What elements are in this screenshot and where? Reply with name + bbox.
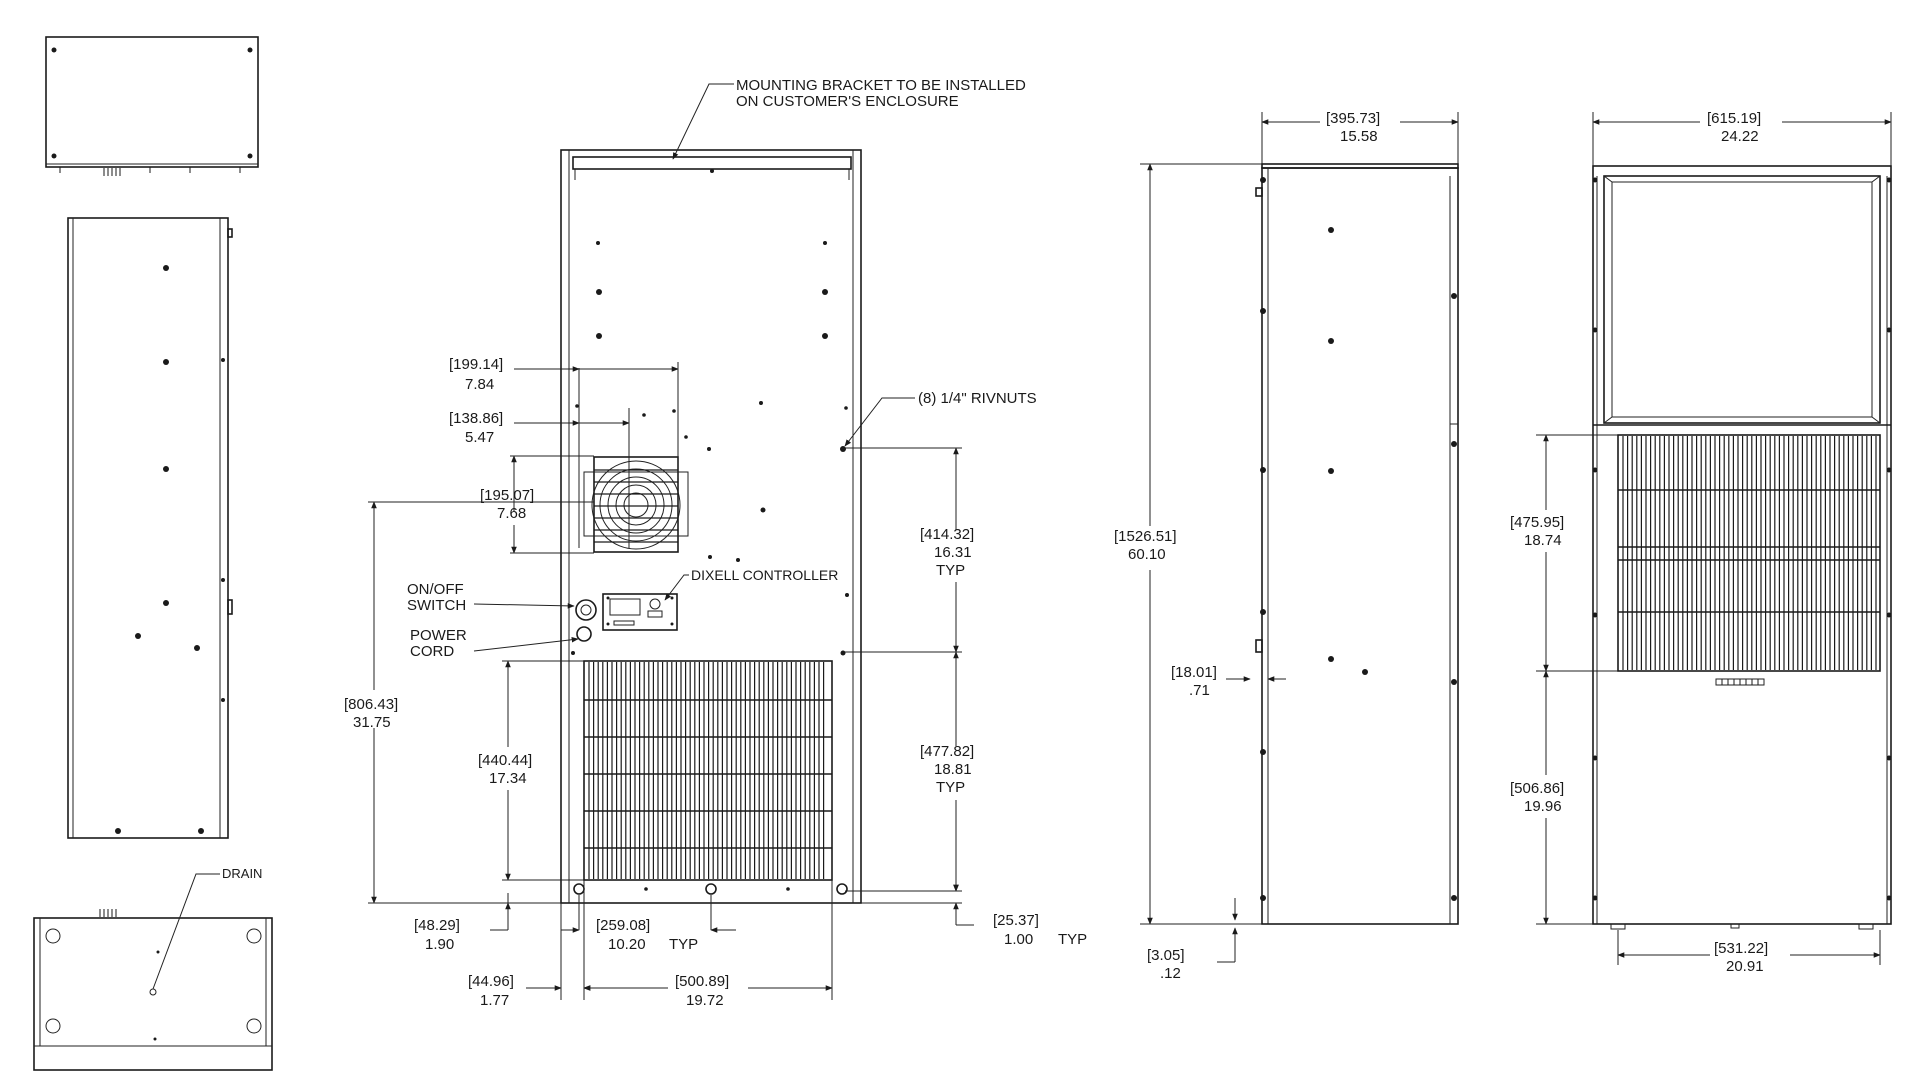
dim-199-mm: [199.14] [449, 356, 503, 373]
fastener-dot [1886, 327, 1892, 333]
dim-477-mm: [477.82] [920, 743, 974, 760]
fastener-dot [1260, 749, 1266, 755]
power-cord [576, 626, 592, 642]
front-view [560, 149, 862, 904]
dim-615-in: 24.22 [1721, 128, 1759, 145]
dim-414-note: TYP [936, 562, 965, 579]
fastener-dot [1451, 679, 1457, 685]
fastener-dot [1328, 338, 1334, 344]
dim-477-note: TYP [936, 779, 965, 796]
fastener-dot [1328, 227, 1334, 233]
dim-475-mm: [475.95] [1510, 514, 1564, 531]
dim-395-mm: [395.73] [1326, 110, 1380, 127]
bottom-view: DRAIN [33, 866, 273, 1071]
rear-dimensions: [615.19] 24.22 [475.95] 18.74 [506.86] 1… [1510, 110, 1892, 975]
switch-label-line1: ON/OFF [407, 581, 464, 598]
bracket-label-line1: MOUNTING BRACKET TO BE INSTALLED [736, 77, 1026, 94]
dim-806-in: 31.75 [353, 714, 391, 731]
dim-440-mm: [440.44] [478, 752, 532, 769]
dim-500-mm: [500.89] [675, 973, 729, 990]
dim-195-in: 7.68 [497, 505, 526, 522]
dim-25-mm: [25.37] [993, 912, 1039, 929]
dim-506-in: 19.96 [1524, 798, 1562, 815]
fastener-dot [1328, 656, 1334, 662]
dim-199-in: 7.84 [465, 376, 494, 393]
fastener-dot [1592, 895, 1598, 901]
dim-18-mm: [18.01] [1171, 664, 1217, 681]
fastener-dot [1260, 609, 1266, 615]
fastener-dot [1886, 612, 1892, 618]
dim-259-in: 10.20 [608, 936, 646, 953]
condenser-grille [583, 660, 833, 881]
dim-138-mm: [138.86] [449, 410, 503, 427]
fan-guard [583, 456, 689, 553]
dim-44-mm: [44.96] [468, 973, 514, 990]
dim-1526-in: 60.10 [1128, 546, 1166, 563]
top-view [45, 36, 259, 176]
right-side-dimensions: [395.73] 15.58 [1526.51] 60.10 [18.01] .… [1114, 110, 1459, 982]
fastener-dot [1451, 293, 1457, 299]
dim-440-in: 17.34 [489, 770, 527, 787]
cord-label-line1: POWER [410, 627, 467, 644]
fastener-dot [1362, 669, 1368, 675]
dim-18-in: .71 [1189, 682, 1210, 699]
fastener-dot [1260, 467, 1266, 473]
dim-414-in: 16.31 [934, 544, 972, 561]
dim-259-mm: [259.08] [596, 917, 650, 934]
fastener-dot [1886, 895, 1892, 901]
front-callouts: MOUNTING BRACKET TO BE INSTALLED ON CUST… [407, 77, 1037, 660]
dim-615-mm: [615.19] [1707, 110, 1761, 127]
dim-195-mm: [195.07] [480, 487, 534, 504]
dim-25-note: TYP [1058, 931, 1087, 948]
fastener-dot [1592, 177, 1598, 183]
left-side-view [67, 217, 233, 839]
fastener-dot [1592, 327, 1598, 333]
dim-1526-mm: [1526.51] [1114, 528, 1177, 545]
fastener-dot [1886, 177, 1892, 183]
rivnuts-label: (8) 1/4" RIVNUTS [918, 390, 1037, 407]
fastener-dot [1886, 467, 1892, 473]
dim-3-in: .12 [1160, 965, 1181, 982]
dim-48-in: 1.90 [425, 936, 454, 953]
dixell-controller [602, 593, 678, 631]
dim-531-mm: [531.22] [1714, 940, 1768, 957]
fastener-dot [1260, 177, 1266, 183]
on-off-switch [575, 599, 597, 621]
fastener-dot [1592, 467, 1598, 473]
right-side-view [1255, 163, 1459, 925]
cord-label-line2: CORD [410, 643, 454, 660]
dim-138-in: 5.47 [465, 429, 494, 446]
dim-3-mm: [3.05] [1147, 947, 1185, 964]
dim-531-in: 20.91 [1726, 958, 1764, 975]
fastener-dot [1451, 441, 1457, 447]
dim-44-in: 1.77 [480, 992, 509, 1009]
controller-label: DIXELL CONTROLLER [691, 567, 838, 583]
dim-806-mm: [806.43] [344, 696, 398, 713]
dim-395-in: 15.58 [1340, 128, 1378, 145]
drain-label: DRAIN [222, 866, 262, 881]
fastener-dot [1451, 895, 1457, 901]
switch-label-line2: SWITCH [407, 597, 466, 614]
fastener-dot [1886, 755, 1892, 761]
front-dimensions: [199.14] 7.84 [138.86] 5.47 [195.07] 7.6… [344, 356, 1087, 1009]
fastener-dot [1592, 755, 1598, 761]
fastener-dot [1592, 612, 1598, 618]
dim-500-in: 19.72 [686, 992, 724, 1009]
dim-477-in: 18.81 [934, 761, 972, 778]
fastener-dot [1260, 308, 1266, 314]
dim-414-mm: [414.32] [920, 526, 974, 543]
dim-259-note: TYP [669, 936, 698, 953]
bracket-label-line2: ON CUSTOMER'S ENCLOSURE [736, 93, 959, 110]
fastener-dot [1328, 468, 1334, 474]
dim-25-in: 1.00 [1004, 931, 1033, 948]
dim-48-mm: [48.29] [414, 917, 460, 934]
dim-475-in: 18.74 [1524, 532, 1562, 549]
rear-view [1592, 165, 1892, 930]
dim-506-mm: [506.86] [1510, 780, 1564, 797]
fastener-dot [1260, 895, 1266, 901]
